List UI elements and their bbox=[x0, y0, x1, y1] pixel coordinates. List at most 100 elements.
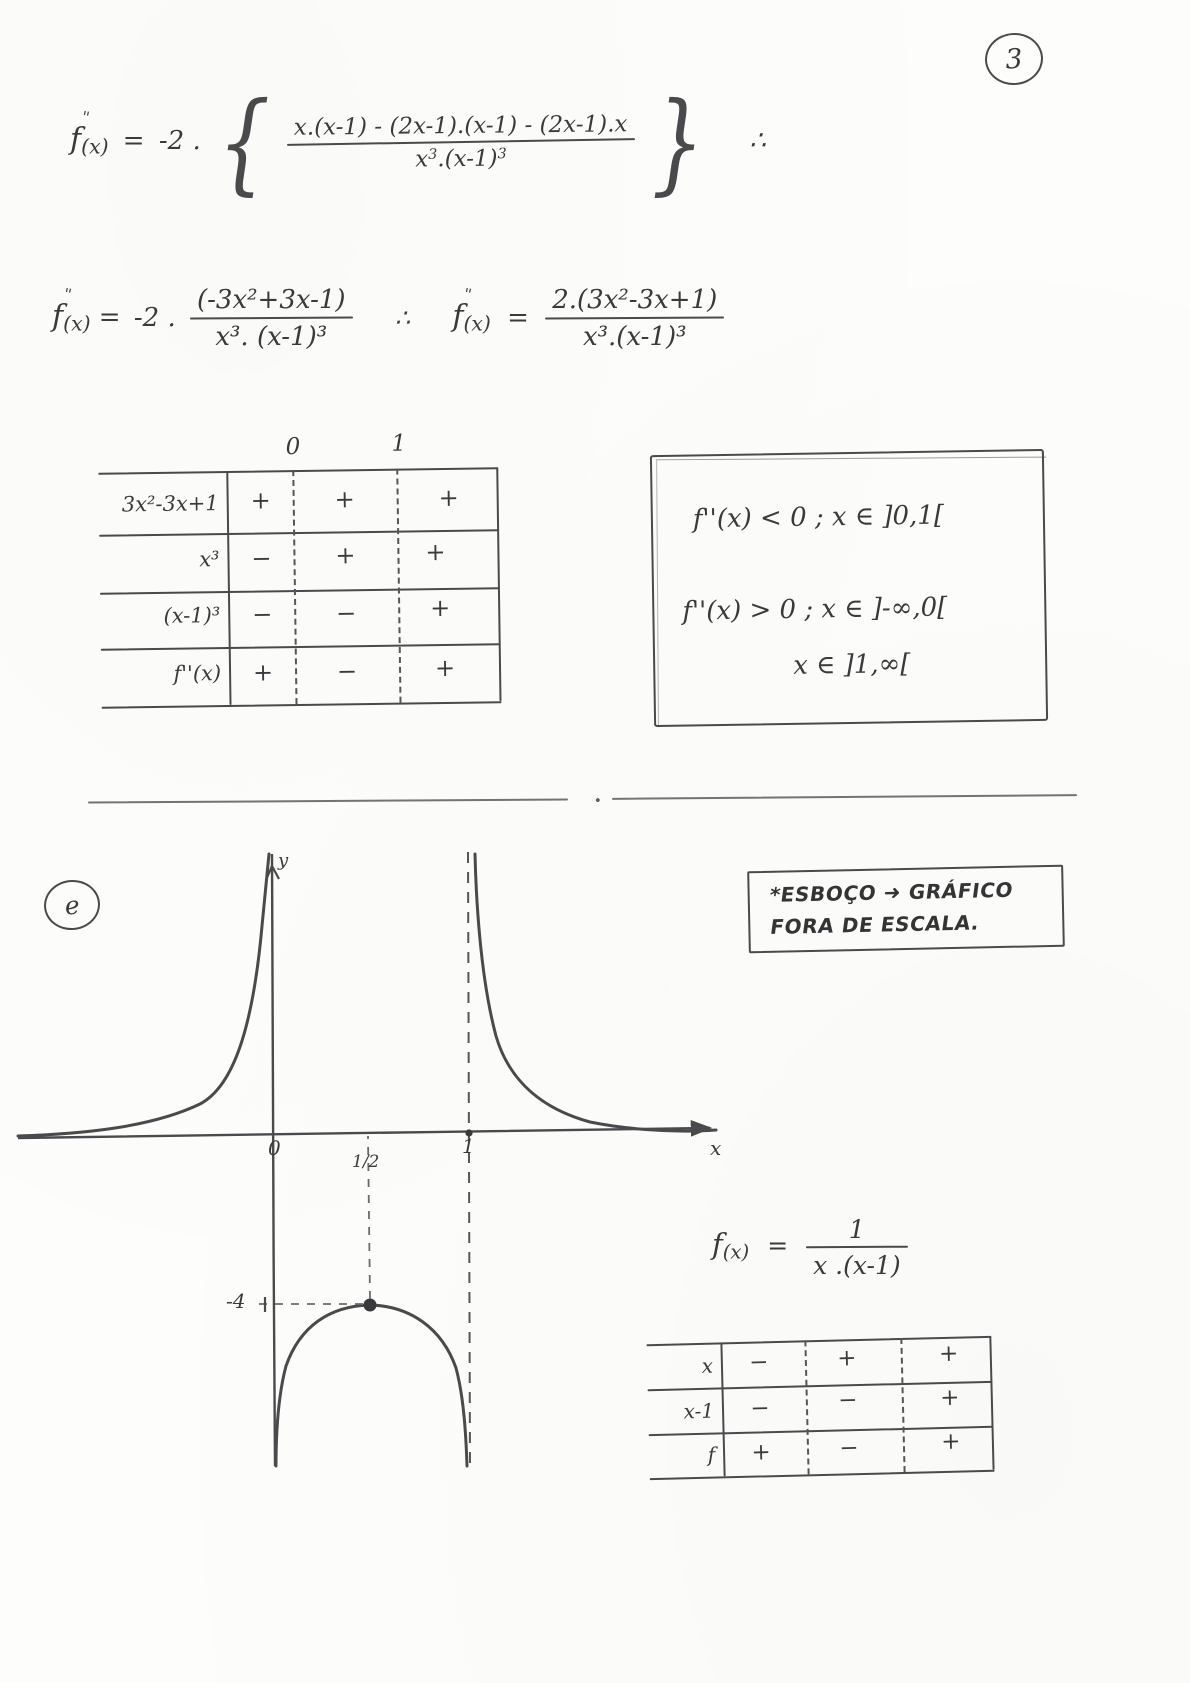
sign-cell: − bbox=[750, 1395, 770, 1422]
sign-cell: + bbox=[438, 483, 459, 513]
inequality-positive-second-interval: x ∈ ]1,∞[ bbox=[792, 649, 911, 681]
sign-cell: − bbox=[336, 599, 357, 628]
row-label-x-minus-1-cubed: (x-1)³ bbox=[163, 603, 221, 628]
section-divider-left bbox=[87, 798, 569, 804]
fraction-group: x.(x-1) - (2x-1).(x-1) - (2x-1).x x3.(x-… bbox=[287, 111, 635, 174]
row-label-x-cubed: x³ bbox=[199, 547, 220, 572]
sign-table-grid: 0 1 3x²-3x+1 x³ (x-1)³ f''(x) + + + bbox=[98, 431, 502, 723]
curve-branch-right bbox=[473, 852, 718, 1133]
table-right-border bbox=[496, 467, 502, 702]
divider-dot: • bbox=[594, 794, 602, 809]
page-number-badge: 3 bbox=[983, 31, 1045, 87]
sign-cell: − bbox=[839, 1435, 859, 1462]
graph-label-x-one: 1 bbox=[462, 1134, 475, 1158]
sign-cell: − bbox=[837, 1387, 858, 1414]
asymptote-x-equals-1 bbox=[467, 851, 471, 1467]
equals-sign: = bbox=[507, 302, 529, 333]
graph-label-y-minus-4: -4 bbox=[226, 1289, 246, 1313]
fraction-denominator: x³. (x-1)³ bbox=[215, 322, 328, 352]
equation-second-derivative-expanded: f''(x) = -2 . { x.(x-1) - (2x-1).(x-1) -… bbox=[70, 78, 768, 206]
x-tick-1-marker bbox=[465, 1129, 473, 1137]
table-rule bbox=[100, 643, 501, 651]
f-double-prime-notation: f''(x) bbox=[70, 107, 109, 159]
critical-point-0: 0 bbox=[285, 433, 301, 461]
equation-right-part: f''(x) = 2.(3x²-3x+1) x³.(x-1)³ bbox=[452, 284, 725, 352]
x-axis bbox=[17, 1119, 713, 1140]
sign-table-grid: x x-1 f − + + − − + + − + bbox=[646, 1335, 995, 1481]
box-inner-stroke bbox=[656, 456, 1048, 728]
fraction-denominator: x .(x-1) bbox=[813, 1251, 901, 1281]
sign-cell: + bbox=[939, 1384, 960, 1412]
inequality-negative: f''(x) < 0 ; x ∈ ]0,1[ bbox=[692, 500, 945, 535]
dashed-line-at-1 bbox=[396, 468, 402, 703]
table-label-separator bbox=[226, 470, 232, 705]
table-right-border bbox=[989, 1335, 995, 1470]
curve-branch-middle bbox=[274, 1303, 469, 1468]
f-double-prime-notation-right: f''(x) bbox=[452, 284, 491, 335]
inequality-positive: f''(x) > 0 ; x ∈ ]-∞,0[ bbox=[682, 592, 948, 627]
prime-marks: '' bbox=[62, 284, 73, 303]
coefficient: -2 . bbox=[133, 302, 176, 333]
sign-cell: − bbox=[252, 600, 273, 629]
graph-label-x-axis: x bbox=[710, 1136, 722, 1160]
fraction-numerator: x.(x-1) - (2x-1).(x-1) - (2x-1).x bbox=[293, 110, 628, 141]
fraction: (-3x²+3x-1) x³. (x-1)³ bbox=[189, 285, 353, 352]
table-rule-top bbox=[98, 467, 499, 475]
right-brace: } bbox=[651, 78, 705, 206]
table-label-separator bbox=[720, 1342, 726, 1477]
minimum-point-marker bbox=[363, 1298, 377, 1312]
prime-marks: '' bbox=[80, 107, 91, 127]
sign-cell: + bbox=[335, 541, 356, 570]
graph-label-x-half: 1/2 bbox=[352, 1152, 380, 1172]
dashed-line-at-0 bbox=[292, 470, 298, 705]
table-rule-bottom bbox=[649, 1469, 995, 1481]
fraction: 1 x .(x-1) bbox=[806, 1215, 908, 1280]
section-divider-right bbox=[611, 794, 1078, 800]
sign-cell: + bbox=[940, 1428, 961, 1456]
graph-svg bbox=[16, 851, 718, 1468]
equals-sign: = bbox=[98, 302, 121, 333]
fraction-numerator: 2.(3x²-3x+1) bbox=[552, 285, 718, 315]
sign-cell: + bbox=[250, 486, 271, 515]
function-definition: f(x) = 1 x .(x-1) bbox=[712, 1215, 908, 1280]
sign-cell: + bbox=[425, 537, 446, 567]
row-label-x: x bbox=[701, 1353, 714, 1378]
therefore-symbol: ∴ bbox=[749, 126, 768, 157]
page-number: 3 bbox=[1004, 42, 1024, 76]
inequality-conclusion-box: f''(x) < 0 ; x ∈ ]0,1[ f''(x) > 0 ; x ∈ … bbox=[649, 448, 1049, 728]
curve-branch-left bbox=[16, 852, 271, 1138]
guide-line-x-half bbox=[367, 1135, 371, 1300]
sign-cell: − bbox=[748, 1349, 769, 1376]
sign-cell: + bbox=[751, 1439, 772, 1466]
fraction-numerator: (-3x²+3x-1) bbox=[196, 285, 346, 315]
fraction: x.(x-1) - (2x-1).(x-1) - (2x-1).x x3.(x-… bbox=[287, 111, 635, 174]
sign-table-function: x x-1 f − + + − − + + − + bbox=[646, 1335, 995, 1481]
row-label-f-double-prime: f''(x) bbox=[173, 661, 222, 686]
therefore-symbol: ∴ bbox=[394, 303, 411, 332]
sign-cell: − bbox=[336, 657, 358, 686]
graph-label-y-axis: y bbox=[278, 850, 289, 871]
sign-cell: + bbox=[434, 653, 456, 683]
sign-table-second-derivative: 0 1 3x²-3x+1 x³ (x-1)³ f''(x) + + + bbox=[98, 431, 502, 723]
fraction: 2.(3x²-3x+1) x³.(x-1)³ bbox=[545, 285, 725, 352]
equals-sign: = bbox=[767, 1231, 789, 1261]
critical-point-1: 1 bbox=[391, 430, 407, 457]
left-brace: { bbox=[217, 78, 271, 206]
sign-cell: + bbox=[429, 593, 451, 623]
fraction-denominator: x³.(x-1)³ bbox=[582, 322, 687, 352]
equation-second-derivative-simplified: f''(x) = -2 . (-3x²+3x-1) x³. (x-1)³ ∴ f… bbox=[52, 284, 725, 352]
equals-sign: = bbox=[122, 126, 145, 157]
fraction-numerator: 1 bbox=[848, 1215, 865, 1244]
dashed-line-at-1 bbox=[900, 1337, 906, 1472]
graph-label-origin: 0 bbox=[268, 1136, 281, 1160]
coefficient: -2 . bbox=[158, 126, 201, 157]
f-double-prime-notation-left: f''(x) bbox=[52, 284, 91, 335]
y-axis bbox=[270, 853, 277, 1467]
sketch-note-box: *ESBOÇO ➜ GRÁFICO FORA DE ESCALA. bbox=[747, 864, 1065, 954]
prime-marks: '' bbox=[462, 284, 473, 303]
f-notation: f(x) bbox=[712, 1227, 750, 1264]
note-line-1: *ESBOÇO ➜ GRÁFICO bbox=[768, 877, 1015, 907]
note-line-2: FORA DE ESCALA. bbox=[768, 910, 982, 939]
sign-cell: + bbox=[836, 1345, 857, 1372]
